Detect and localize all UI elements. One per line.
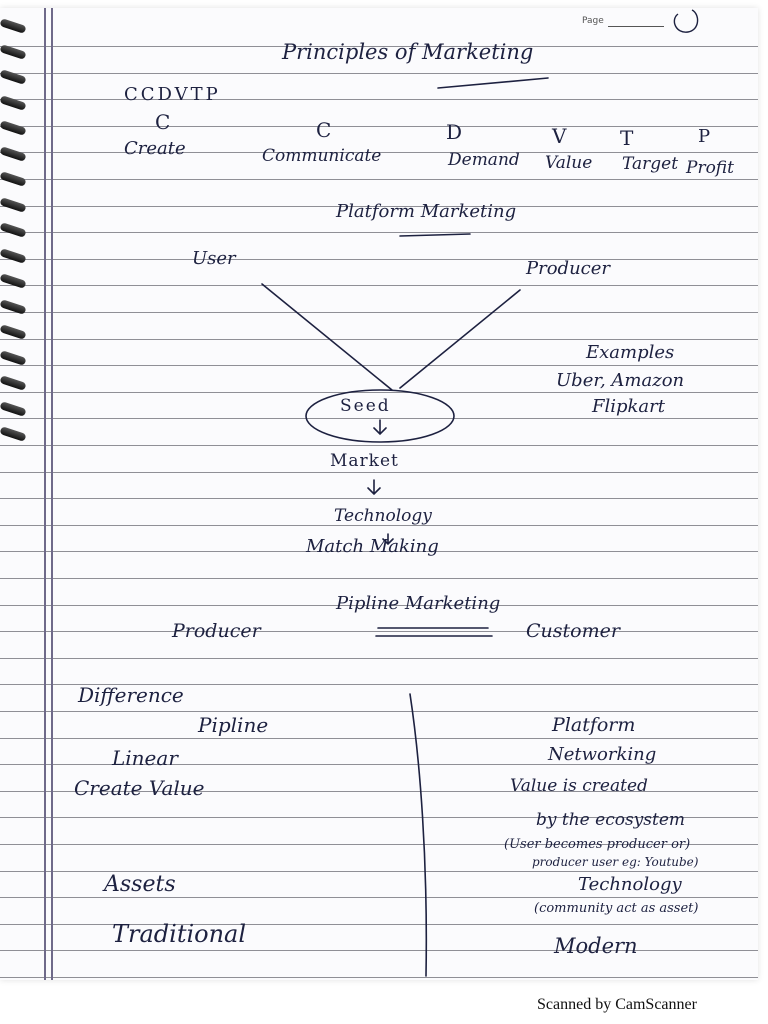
ruled-line (0, 285, 758, 287)
ruled-line (0, 551, 758, 553)
platform-item-modern: Modern (554, 934, 638, 958)
ruled-line (0, 125, 758, 127)
arrow-market-technology (367, 479, 381, 496)
word-value: Value (545, 153, 593, 173)
ruled-line (0, 99, 758, 101)
difference-heading: Difference (78, 683, 184, 707)
ruled-line (0, 391, 758, 393)
margin-line-right (51, 8, 53, 980)
page-number-line (608, 26, 664, 27)
ruled-line (0, 471, 758, 473)
letter-c1: C (155, 110, 171, 134)
ruled-line (0, 631, 758, 633)
seed-ellipse (305, 389, 455, 443)
ruled-line (0, 764, 758, 766)
pipeline-producer: Producer (172, 620, 261, 642)
ruled-line (0, 923, 758, 925)
technology-label: Technology (334, 506, 432, 526)
pipeline-column-head: Pipline (198, 713, 269, 737)
ruled-line (0, 365, 758, 367)
margin-line-left (44, 8, 46, 980)
ruled-line (0, 657, 758, 659)
word-create: Create (124, 138, 186, 159)
platform-column-head: Platform (552, 714, 636, 736)
ruled-line (0, 977, 758, 978)
ruled-line (0, 179, 758, 180)
page-number-box: Page (548, 10, 698, 34)
user-to-seed-line (261, 283, 393, 391)
examples-line1: Uber, Amazon (556, 370, 685, 391)
arrow-seed-market (373, 419, 387, 436)
ruled-line (0, 205, 758, 207)
platform-item-networking: Networking (548, 744, 657, 765)
pipeline-item-create-value: Create Value (74, 776, 205, 800)
platform-item-user-producer-2: producer user eg: Youtube) (532, 855, 699, 869)
ruled-line (0, 870, 758, 872)
letter-t: T (620, 126, 634, 150)
page-title: Principles of Marketing (282, 40, 534, 64)
platform-heading: Platform Marketing (336, 201, 517, 222)
ruled-line (0, 950, 758, 952)
ruled-line (0, 258, 758, 260)
ruled-line (0, 737, 758, 739)
letter-p: P (698, 126, 711, 147)
ruled-line (0, 897, 758, 899)
platform-item-by-ecosystem: by the ecosystem (536, 810, 686, 830)
ruled-line (0, 524, 758, 526)
pipeline-heading: Pipline Marketing (336, 593, 501, 614)
ruled-line (0, 684, 758, 686)
ruled-line (0, 152, 758, 154)
platform-item-community: (community act as asset) (534, 901, 699, 916)
word-target: Target (622, 154, 679, 174)
word-demand: Demand (448, 150, 520, 170)
pipeline-item-assets: Assets (104, 872, 176, 897)
ruled-line (0, 312, 758, 313)
pipeline-item-traditional: Traditional (112, 920, 247, 948)
examples-label: Examples (586, 342, 675, 363)
letter-d: D (446, 120, 463, 144)
page-label: Page (582, 16, 604, 26)
ruled-line (0, 418, 758, 420)
platform-item-technology: Technology (578, 874, 682, 895)
letter-c2: C (316, 118, 332, 142)
platform-producer: Producer (526, 258, 611, 279)
pipeline-customer: Customer (526, 620, 620, 642)
platform-user: User (192, 248, 236, 269)
ruled-line (0, 844, 758, 845)
ruled-line (0, 604, 758, 606)
ruled-line (0, 498, 758, 500)
ruled-line (0, 711, 758, 712)
title-underline (437, 77, 549, 89)
pipeline-item-linear: Linear (112, 746, 178, 770)
ruled-line (0, 72, 758, 74)
letter-v: V (552, 124, 567, 148)
scanner-footer: Scanned by CamScanner (537, 996, 697, 1013)
ruled-line (0, 817, 758, 819)
ruled-line (0, 578, 758, 579)
producer-to-seed-line (399, 289, 521, 389)
page-circle (673, 9, 699, 33)
ruled-line (0, 338, 758, 340)
ruled-line (0, 445, 758, 446)
platform-item-user-producer-1: (User becomes producer or) (504, 837, 691, 852)
ruled-line (0, 790, 758, 792)
word-communicate: Communicate (262, 146, 382, 166)
difference-divider (409, 693, 428, 977)
arrow-technology-match (382, 533, 394, 546)
platform-item-value-created: Value is created (510, 776, 648, 796)
match-making-label: Match Making (306, 536, 439, 557)
ruled-line (0, 232, 758, 234)
market-label: Market (330, 451, 399, 471)
seed-label: Seed (340, 396, 391, 416)
examples-line2: Flipkart (592, 396, 666, 417)
ccdvtp-acronym: CCDVTP (124, 84, 221, 105)
pipeline-double-line (375, 627, 493, 637)
platform-underline (399, 233, 471, 237)
word-profit: Profit (686, 158, 734, 178)
ruled-line (0, 46, 758, 47)
